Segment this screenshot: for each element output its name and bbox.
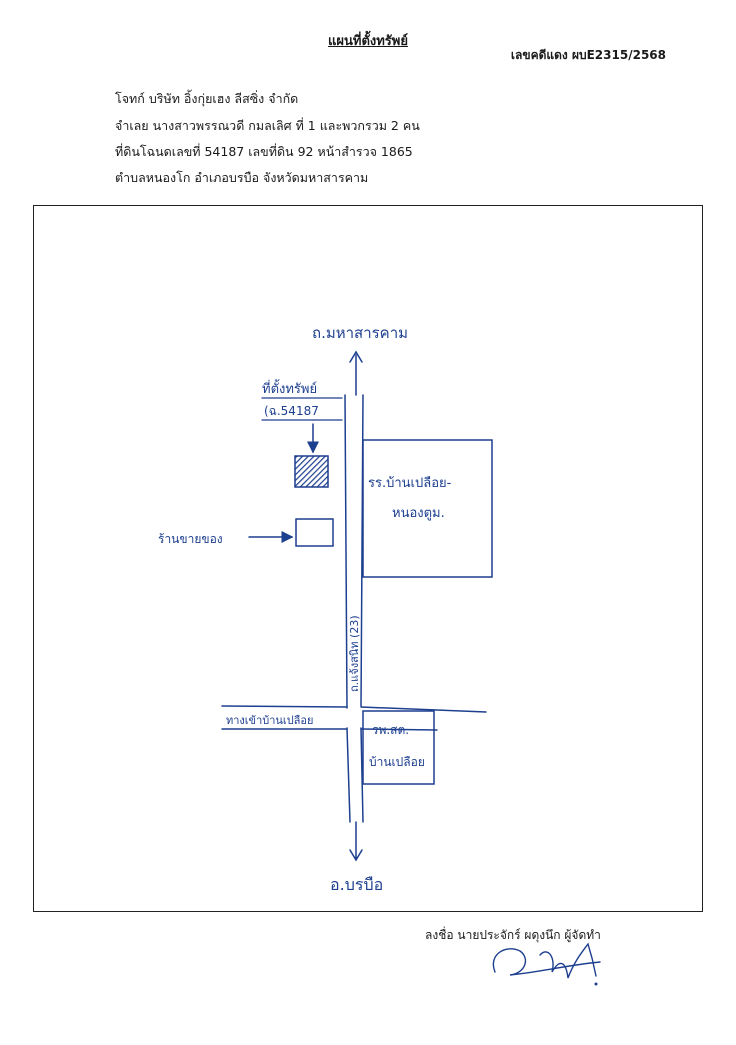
hospital-label-line2: บ้านเปลือย — [369, 755, 425, 769]
deed-line: ที่ดินโฉนดเลขที่ 54187 เลขที่ดิน 92 หน้า… — [115, 144, 413, 159]
north-label: ถ.มหาสารคาม — [312, 324, 408, 342]
main-road-left-edge — [344, 394, 351, 823]
north-arrow-icon — [349, 350, 363, 396]
deed-label: (ฉ.54187 — [264, 404, 319, 418]
hospital-building — [362, 710, 435, 785]
location-line: ตำบลหนองโก อำเภอบรบือ จังหวัดมหาสารคาม — [115, 170, 369, 185]
shop-building — [295, 518, 334, 547]
shop-label: ร้านขายของ — [158, 532, 223, 546]
case-number: เลขคดีแดง ผบE2315/2568 — [510, 48, 666, 62]
hospital-label-line1: รพ.สต. — [372, 723, 409, 737]
cross-road-bottom-edge — [221, 728, 438, 731]
south-label: อ.บรบือ — [330, 875, 383, 894]
defendant-line: จำเลย นางสาวพรรณวดี กมลเลิศ ที่ 1 และพวก… — [115, 118, 420, 133]
road-label: ถ.แจ้งสนิท (23) — [348, 615, 361, 692]
school-label-line2: หนองตูม. — [392, 506, 445, 521]
property-label-underline — [261, 397, 343, 421]
property-label: ที่ตั้งทรัพย์ — [262, 379, 317, 397]
signer-line: ลงชื่อ นายประจักร์ ผดุงนึก ผู้จัดทำ — [425, 928, 601, 942]
property-plot — [294, 455, 329, 488]
map-frame — [33, 205, 703, 912]
cross-road-top-edge — [221, 705, 487, 713]
junction-label: ทางเข้าบ้านเปลือย — [226, 714, 313, 727]
school-label-line1: รร.บ้านเปลือย- — [368, 475, 452, 491]
school-building — [362, 439, 493, 578]
page-title: แผนที่ตั้งทรัพย์ — [328, 34, 408, 49]
plaintiff-line: โจทก์ บริษัท อิ้งกุ่ยเฮง ลีสซิ่ง จำกัด — [115, 91, 299, 106]
signature-icon — [492, 942, 601, 979]
south-arrow-icon — [349, 821, 363, 862]
signature-dot-icon — [594, 982, 598, 986]
